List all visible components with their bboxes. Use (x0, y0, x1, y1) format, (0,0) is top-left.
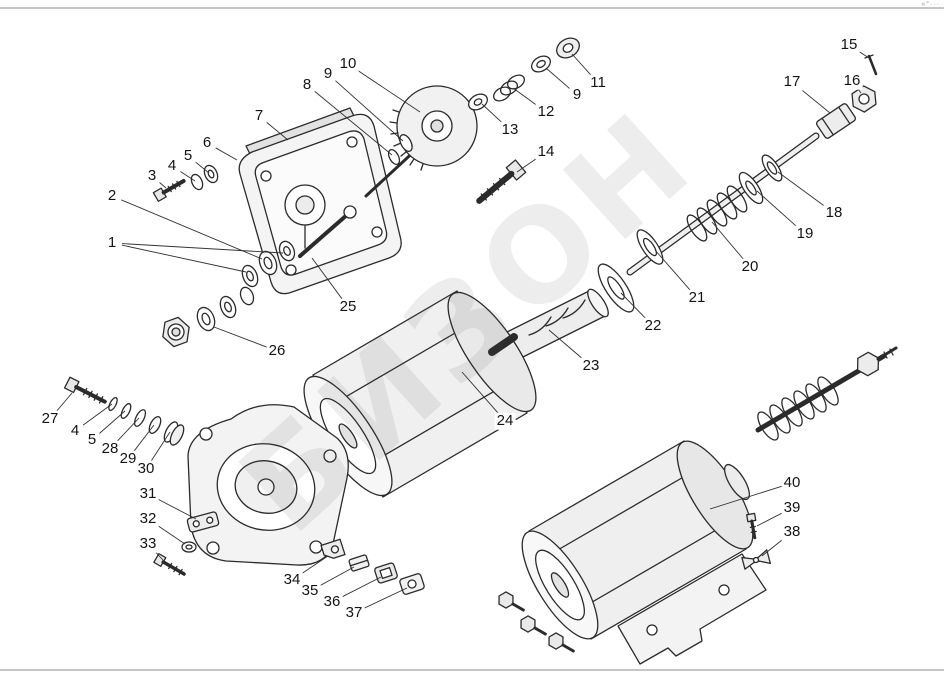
nut-and-washers-26 (162, 286, 255, 348)
part-callout-21: 21 (686, 288, 708, 307)
part-callout-11: 11 (588, 73, 608, 92)
washer-22 (597, 263, 635, 313)
part-callout-34: 34 (281, 570, 303, 589)
part-callout-7: 7 (252, 106, 266, 125)
nut-11 (556, 37, 580, 59)
part-callout-27: 27 (39, 409, 61, 428)
washer-32 (181, 541, 197, 553)
part-callout-39: 39 (781, 498, 803, 517)
nut-16 (851, 85, 877, 113)
part-callout-10: 10 (337, 54, 359, 73)
bolt-chain-27 (63, 376, 185, 446)
bolt-27 (63, 376, 107, 404)
part-callout-1: 1 (105, 233, 119, 252)
part-callout-3: 3 (145, 166, 159, 185)
cap-36 (374, 562, 398, 584)
lever-25 (298, 212, 350, 258)
part-callout-15: 15 (838, 35, 860, 54)
insulator-37 (399, 573, 425, 595)
part-callout-9: 9 (570, 85, 584, 104)
armature-24 (303, 290, 537, 498)
part-callout-5: 5 (181, 146, 195, 165)
solenoid-assembly (498, 346, 898, 665)
part-callout-4: 4 (68, 421, 82, 440)
part-callout-9: 9 (321, 64, 335, 83)
part-callout-20: 20 (739, 257, 761, 276)
part-callout-6: 6 (200, 133, 214, 152)
part-callout-24: 24 (494, 411, 516, 430)
part-callout-8: 8 (300, 75, 314, 94)
bracket-34 (320, 538, 346, 559)
part-callout-22: 22 (642, 316, 664, 335)
screw-and-washers-3-4-5 (152, 164, 219, 202)
part-callout-18: 18 (823, 203, 845, 222)
plunger-spring (755, 346, 898, 441)
bolt-14 (476, 159, 527, 204)
washer-stack-top (468, 37, 580, 111)
clamp-31 (186, 511, 220, 533)
part-callout-33: 33 (137, 534, 159, 553)
drive-end-housing (187, 404, 349, 566)
part-callout-13: 13 (499, 120, 521, 139)
part-callout-16: 16 (841, 71, 863, 90)
part-callout-14: 14 (535, 142, 557, 161)
cam-disc (387, 85, 478, 171)
washers-1-2 (241, 240, 296, 288)
part-callout-4: 4 (165, 156, 179, 175)
part-callout-17: 17 (781, 72, 803, 91)
shaft-assembly-right (497, 54, 878, 363)
part-callout-30: 30 (135, 459, 157, 478)
part-callout-19: 19 (794, 224, 816, 243)
screw-39 (746, 512, 757, 540)
terminal-studs (498, 591, 575, 653)
part-callout-23: 23 (580, 356, 602, 375)
part-callout-31: 31 (137, 484, 159, 503)
sleeve-17 (816, 103, 856, 139)
part-callout-25: 25 (337, 297, 359, 316)
grommet-30 (163, 421, 185, 446)
part-callout-5: 5 (85, 430, 99, 449)
part-callout-12: 12 (535, 102, 557, 121)
part-callout-2: 2 (105, 186, 119, 205)
part-callout-35: 35 (299, 581, 321, 600)
corner-mark: «°··· (921, 1, 940, 8)
washer-19 (738, 171, 764, 205)
washer-18 (761, 154, 783, 182)
part-callout-38: 38 (781, 522, 803, 541)
part-callout-40: 40 (781, 473, 803, 492)
part-callout-32: 32 (137, 509, 159, 528)
part-callout-37: 37 (343, 603, 365, 622)
part-callout-26: 26 (266, 341, 288, 360)
screw-33 (153, 553, 186, 576)
pin-15 (867, 54, 878, 76)
spring-20 (686, 185, 748, 242)
part-callout-29: 29 (117, 449, 139, 468)
part-callout-28: 28 (99, 439, 121, 458)
small-spring-12 (492, 74, 526, 102)
part-callout-36: 36 (321, 592, 343, 611)
retainer-21 (636, 229, 664, 265)
clip-35 (348, 554, 370, 572)
